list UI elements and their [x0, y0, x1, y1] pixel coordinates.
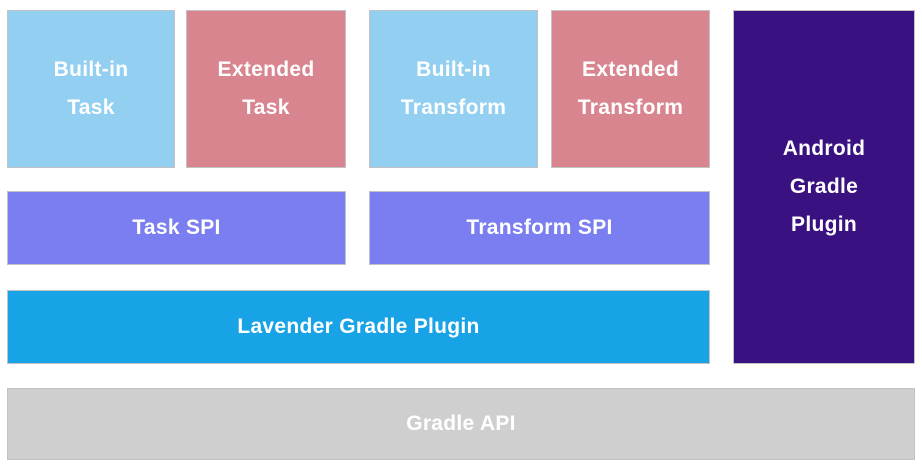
box-label-line: Built-in [53, 58, 129, 81]
box-label-line: Extended [582, 58, 679, 81]
box-extended-transform: Extended Transform [551, 10, 710, 168]
box-lavender-gradle-plugin: Lavender Gradle Plugin [7, 290, 710, 364]
box-gradle-api: Gradle API [7, 388, 915, 460]
box-label-line: Transform [400, 96, 507, 119]
box-built-in-task: Built-in Task [7, 10, 175, 168]
box-label-line: Task [67, 96, 115, 119]
box-extended-task: Extended Task [186, 10, 346, 168]
box-label-line: Task [242, 96, 290, 119]
box-label-line: Android [782, 137, 866, 160]
box-android-gradle-plugin: Android Gradle Plugin [733, 10, 915, 364]
box-label-line: Lavender Gradle Plugin [237, 315, 480, 338]
box-label-line: Gradle API [406, 412, 516, 435]
box-transform-spi: Transform SPI [369, 191, 710, 265]
box-built-in-transform: Built-in Transform [369, 10, 538, 168]
box-task-spi: Task SPI [7, 191, 346, 265]
box-label-line: Extended [217, 58, 315, 81]
box-label-line: Transform SPI [466, 216, 613, 239]
box-label-line: Gradle [789, 175, 859, 198]
box-label-line: Plugin [791, 213, 857, 236]
box-label-line: Transform [577, 96, 684, 119]
box-label-line: Built-in [416, 58, 491, 81]
box-label-line: Task SPI [132, 216, 221, 239]
